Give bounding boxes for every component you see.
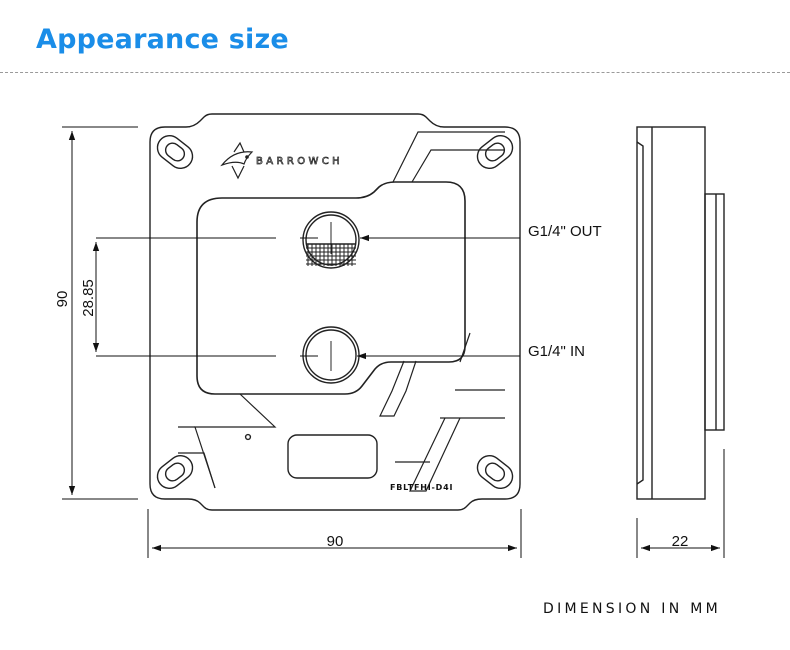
dim-depth-label: 22 (672, 533, 689, 550)
side-body (636, 126, 706, 500)
decorative-grooves (178, 131, 505, 492)
acrylic-top-outline (196, 181, 466, 395)
dim-port-spacing-label: 28.85 (80, 279, 97, 317)
centerlines (96, 222, 332, 371)
mount-slot-top-left (156, 134, 194, 170)
mount-slot-bottom-left (156, 454, 194, 490)
port-out (302, 211, 360, 269)
mount-slot-top-right (476, 134, 514, 170)
label-window (287, 434, 378, 479)
front-view (149, 113, 521, 511)
port-leaders (357, 234, 520, 360)
dimension-lines (62, 126, 725, 558)
port-out-label: G1/4" OUT (528, 223, 602, 240)
screw-dot (244, 433, 252, 441)
side-protrusion (704, 193, 725, 431)
port-in-label: G1/4" IN (528, 343, 585, 360)
side-view (636, 126, 725, 500)
dim-width-label: 90 (327, 533, 344, 550)
base-plate-outline (149, 113, 521, 511)
dim-height-label: 90 (54, 291, 71, 308)
mount-slot-bottom-right (476, 454, 514, 490)
logo-text: BARROWCH (256, 156, 343, 167)
page-title: Appearance size (36, 24, 289, 55)
shark-icon (220, 141, 254, 180)
part-number: FBLTFHI-D4I (390, 483, 453, 492)
dimension-units-note: DIMENSION IN MM (543, 601, 721, 617)
title-divider (0, 72, 790, 73)
